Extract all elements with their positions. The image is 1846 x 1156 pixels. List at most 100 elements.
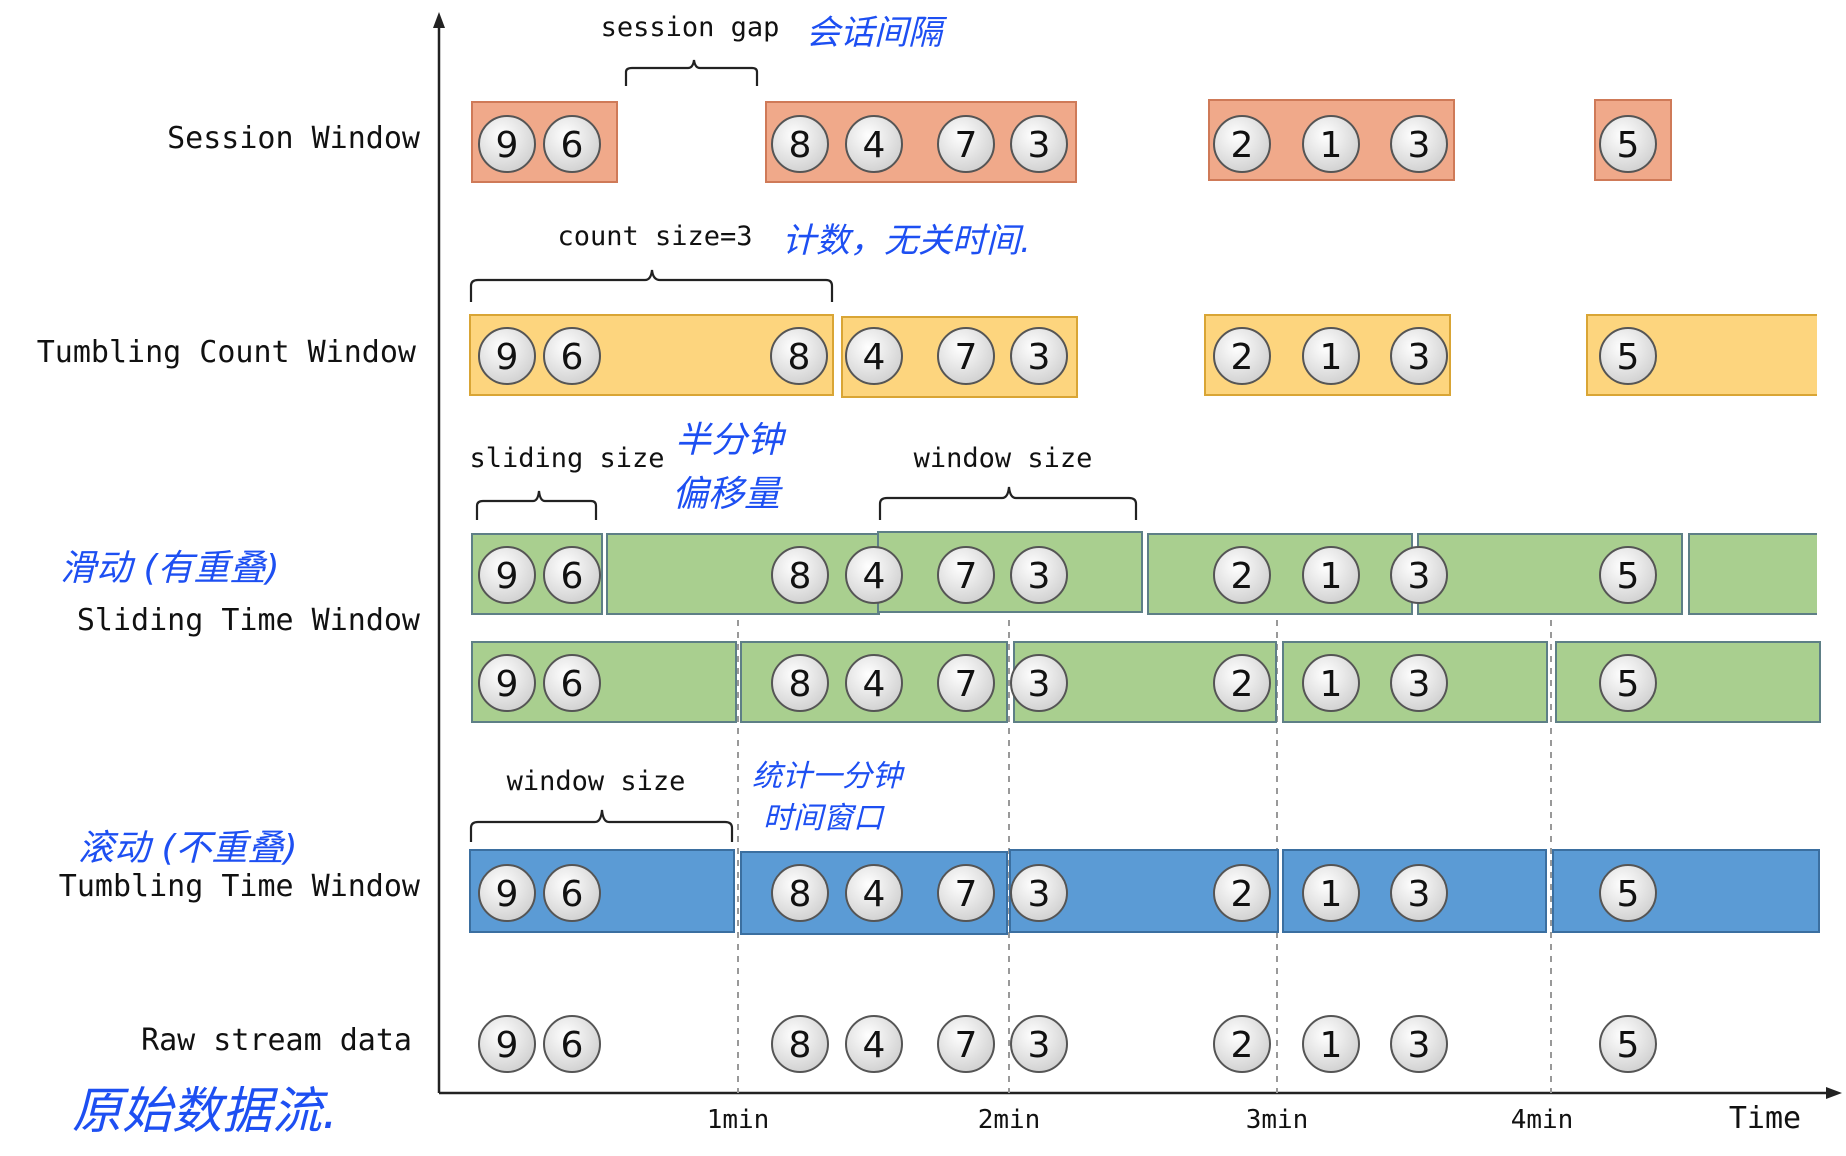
event-circle — [1390, 654, 1448, 712]
event-ball-sliding-1: 5 — [1599, 546, 1657, 604]
event-circle — [543, 1015, 601, 1073]
event-ball-sliding-2: 2 — [1213, 654, 1271, 712]
event-value: 1 — [1320, 664, 1343, 705]
tick-labels: 1min 2min 3min 4min Time — [707, 1101, 1801, 1136]
event-value: 8 — [789, 874, 812, 915]
event-circle — [1213, 864, 1271, 922]
event-ball-sliding-1: 2 — [1213, 546, 1271, 604]
tick-label-4min: 4min — [1511, 1105, 1574, 1135]
event-circle — [1302, 654, 1360, 712]
event-circle — [1390, 864, 1448, 922]
event-circle — [770, 327, 828, 385]
event-circle — [1302, 327, 1360, 385]
session-gap-brace — [624, 59, 759, 86]
event-ball-sliding-2: 7 — [937, 654, 995, 712]
note-tumbling-size-1: 统计一分钟 — [752, 759, 905, 794]
note-session-gap: 会话间隔 — [806, 13, 948, 53]
event-circle — [1599, 115, 1657, 173]
event-value: 2 — [1231, 874, 1254, 915]
event-ball-session: 3 — [1010, 115, 1068, 173]
event-ball-session: 7 — [937, 115, 995, 173]
event-ball-raw: 6 — [543, 1015, 601, 1073]
event-ball-sliding-2: 3 — [1010, 654, 1068, 712]
event-ball-count: 6 — [543, 327, 601, 385]
row-label-sliding: Sliding Time Window — [77, 603, 421, 638]
event-ball-count: 1 — [1302, 327, 1360, 385]
event-circle — [845, 654, 903, 712]
event-ball-sliding-2: 5 — [1599, 654, 1657, 712]
event-value: 8 — [789, 1025, 812, 1066]
event-circle — [1599, 654, 1657, 712]
event-ball-session: 9 — [478, 115, 536, 173]
event-circle — [1010, 864, 1068, 922]
note-tumbling: 滚动 (不重叠) — [78, 828, 298, 869]
event-circle — [1010, 1015, 1068, 1073]
event-circle — [478, 864, 536, 922]
y-axis-arrow-icon — [433, 12, 445, 28]
event-value: 4 — [863, 125, 886, 166]
event-value: 7 — [955, 337, 978, 378]
event-value: 3 — [1028, 337, 1051, 378]
tumbling-window — [1552, 849, 1820, 933]
sliding-window — [1147, 533, 1413, 615]
sliding-window — [1555, 641, 1821, 723]
event-value: 6 — [561, 1025, 584, 1066]
event-ball-session: 1 — [1302, 115, 1360, 173]
event-value: 2 — [1231, 1025, 1254, 1066]
event-value: 5 — [1617, 125, 1640, 166]
event-circle — [1213, 654, 1271, 712]
note-sliding-size-2: 偏移量 — [672, 474, 783, 515]
event-value: 6 — [561, 556, 584, 597]
event-value: 9 — [496, 337, 519, 378]
event-ball-raw: 5 — [1599, 1015, 1657, 1073]
event-circle — [543, 864, 601, 922]
event-value: 1 — [1320, 1025, 1343, 1066]
event-value: 1 — [1320, 337, 1343, 378]
event-circle — [845, 546, 903, 604]
event-ball-count: 2 — [1213, 327, 1271, 385]
event-circle — [1599, 1015, 1657, 1073]
sliding-window — [877, 531, 1143, 613]
event-circle — [845, 327, 903, 385]
event-value: 2 — [1231, 556, 1254, 597]
event-ball-tumbling: 3 — [1390, 864, 1448, 922]
axes — [433, 12, 1842, 1099]
event-ball-raw: 3 — [1010, 1015, 1068, 1073]
event-ball-raw: 7 — [937, 1015, 995, 1073]
event-circle — [937, 115, 995, 173]
event-ball-count: 8 — [770, 327, 828, 385]
event-ball-count: 5 — [1599, 327, 1657, 385]
event-ball-raw: 2 — [1213, 1015, 1271, 1073]
event-ball-session: 4 — [845, 115, 903, 173]
event-ball-raw: 8 — [771, 1015, 829, 1073]
event-circle — [543, 327, 601, 385]
event-ball-raw: 9 — [478, 1015, 536, 1073]
event-ball-session: 6 — [543, 115, 601, 173]
event-ball-tumbling: 1 — [1302, 864, 1360, 922]
event-value: 6 — [561, 664, 584, 705]
event-value: 2 — [1231, 337, 1254, 378]
event-value: 3 — [1028, 874, 1051, 915]
tick-label-2min: 2min — [978, 1105, 1041, 1135]
event-value: 5 — [1617, 556, 1640, 597]
event-ball-tumbling: 2 — [1213, 864, 1271, 922]
sliding-size-brace — [475, 490, 598, 520]
event-value: 6 — [561, 874, 584, 915]
event-circle — [1302, 546, 1360, 604]
event-circle — [478, 327, 536, 385]
event-circle — [771, 115, 829, 173]
event-ball-session: 5 — [1599, 115, 1657, 173]
event-ball-sliding-1: 9 — [478, 546, 536, 604]
event-ball-session: 2 — [1213, 115, 1271, 173]
event-ball-count: 3 — [1010, 327, 1068, 385]
note-tumbling-size-2: 时间窗口 — [763, 801, 885, 836]
event-value: 5 — [1617, 1025, 1640, 1066]
event-circle — [543, 115, 601, 173]
event-ball-raw: 3 — [1390, 1015, 1448, 1073]
event-value: 3 — [1408, 125, 1431, 166]
event-value: 3 — [1028, 556, 1051, 597]
event-value: 9 — [496, 125, 519, 166]
event-circle — [478, 654, 536, 712]
row-label-session: Session Window — [167, 121, 421, 156]
event-circle — [1010, 654, 1068, 712]
